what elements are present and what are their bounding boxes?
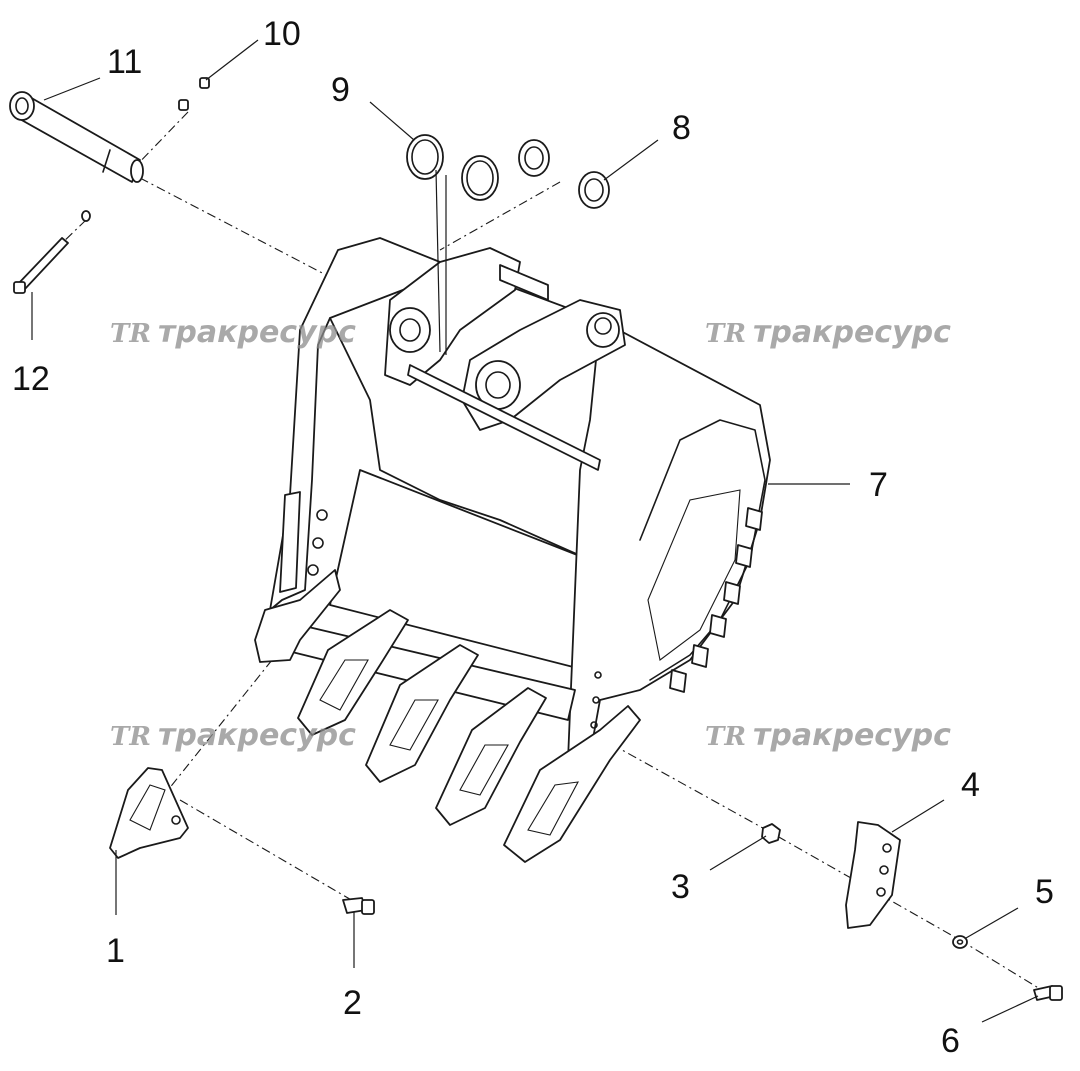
part-5-washer [952,935,968,949]
callout-7: 7 [869,466,888,504]
watermark-text: тракресурс [753,315,951,350]
part-4-side-protector [845,821,901,929]
callout-12: 12 [12,360,50,398]
part-9-o-rings [406,134,499,201]
watermark-text: тракресурс [158,718,356,753]
part-8-shims [518,139,610,209]
part-11-pin [9,91,144,183]
watermark-logo: TR [705,319,746,349]
bucket-teeth [254,569,641,863]
watermark-text: тракресурс [158,315,356,350]
watermark-logo: TR [705,722,746,752]
watermark-logo: TR [110,722,151,752]
callout-10: 10 [263,15,301,53]
watermark-bottom-right: TR тракресурс [705,718,951,753]
callout-6: 6 [941,1022,960,1060]
part-2-bolt [342,897,375,915]
part-10-grease-fittings [178,77,210,111]
callout-9: 9 [331,71,350,109]
callout-labels: 1 2 3 4 5 6 7 8 9 10 11 12 [12,15,1054,1060]
part-1-tooth [109,767,189,859]
callout-11: 11 [107,43,142,81]
callout-2: 2 [343,984,362,1022]
watermark-logo: TR [110,319,151,349]
callout-8: 8 [672,109,691,147]
part-12-lock-bolt [13,210,91,294]
part-3-nut [761,823,781,844]
linkage-bosses [384,247,626,471]
watermark-bottom-left: TR тракресурс [110,718,356,753]
part-6-bolt [1033,985,1063,1001]
watermark-top-right: TR тракресурс [705,315,951,350]
callout-4: 4 [961,766,980,804]
leader-lines [31,39,1039,1023]
callout-3: 3 [671,868,690,906]
watermark-text: тракресурс [753,718,951,753]
watermark-top-left: TR тракресурс [110,315,356,350]
callout-5: 5 [1035,873,1054,911]
callout-1: 1 [106,932,125,970]
